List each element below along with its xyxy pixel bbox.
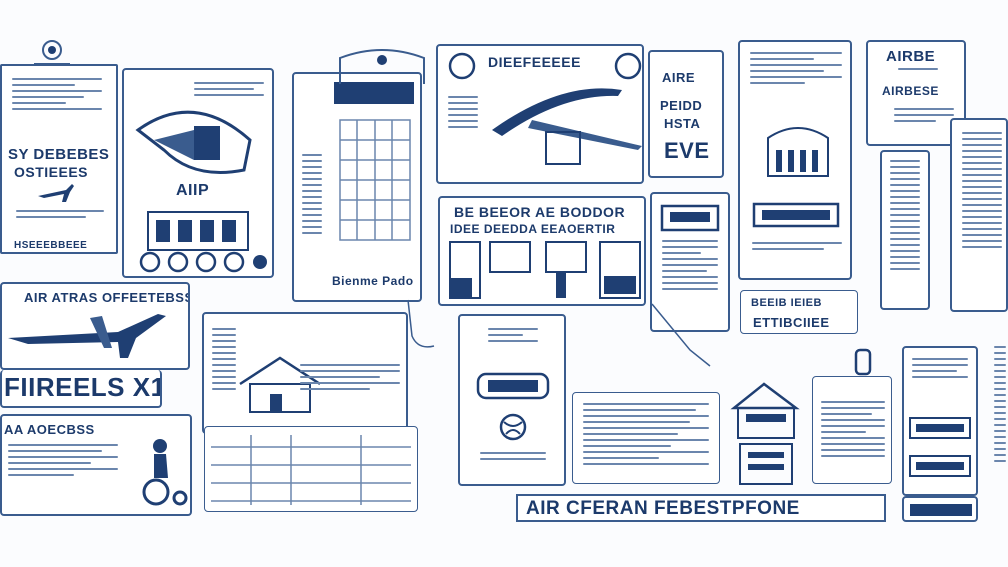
panel-blocks xyxy=(449,241,641,299)
text-lines xyxy=(212,328,236,394)
stacked-line-3: HSTA xyxy=(664,116,701,131)
wheelchair-card: AA AOECBSS xyxy=(0,414,192,516)
card-subheading: OSTIEEES xyxy=(14,164,89,180)
plane-strip-label: AIR ATRAS OFFEETEBSS xyxy=(24,290,190,305)
hanger-icon xyxy=(34,40,70,65)
plane-banner-card: DIEEFEEEEE xyxy=(436,44,644,184)
bottom-banner: AIR CFERAN FEBESTPFONE xyxy=(516,494,886,522)
stacked-line-1: AIRE xyxy=(662,70,696,85)
text-lines xyxy=(750,52,842,88)
bottom-banner-text: AIR CFERAN FEBESTPFONE xyxy=(526,498,800,519)
right-tall-panel xyxy=(880,150,930,310)
side-text xyxy=(448,96,478,132)
bottom-sign-card xyxy=(902,496,978,522)
stacked-line-4: EVE xyxy=(664,138,710,163)
text-notice-card xyxy=(572,392,720,484)
airport-building-card: AIIP xyxy=(122,68,274,278)
spec-footer-card: BEEIB IEIEB ETTIBCIIEE xyxy=(740,290,858,334)
document-caption: Bienme Pado xyxy=(332,274,414,288)
right-edge-panel xyxy=(950,118,1008,312)
text-lines xyxy=(898,68,938,74)
card-heading: SY DEBEBES xyxy=(8,146,110,163)
jet-icon xyxy=(8,314,166,358)
tag-hanger-icon xyxy=(339,49,425,84)
small-info-card xyxy=(812,376,892,484)
spec-footer-a: BEEIB IEIEB xyxy=(751,297,822,309)
text-lines xyxy=(662,240,718,294)
wheelchair-icon xyxy=(142,439,188,506)
text-lines xyxy=(752,242,842,254)
globe-card xyxy=(458,314,566,486)
bottom-sign-bar xyxy=(910,504,972,516)
tall-document-card: Bienme Pado xyxy=(292,72,422,302)
circle-icons-row xyxy=(139,251,267,273)
text-lines xyxy=(12,78,102,114)
fireels-title: FIIREELS X1 xyxy=(4,372,162,402)
airport-label: AIIP xyxy=(176,182,210,199)
document-header-bar xyxy=(334,82,414,104)
text-lines xyxy=(894,108,954,126)
wheelchair-card-title: AA AOECBSS xyxy=(4,422,95,437)
hanging-sign-card: SY DEBEBES OSTIEEES xyxy=(0,64,118,254)
hand-icon xyxy=(854,348,872,376)
right-card-subtitle: AIRBESE xyxy=(882,84,939,98)
center-header: BE BEEOR AE BODDOR xyxy=(454,204,626,220)
text-lines xyxy=(16,210,104,222)
text-lines xyxy=(300,364,400,394)
stacked-line-2: PEIDD xyxy=(660,98,703,113)
stacked-text-card: AIRE PEIDD HSTA EVE xyxy=(648,50,724,178)
sign-icon xyxy=(752,202,840,228)
kiosk-building-icon xyxy=(730,382,800,485)
right-title-card: AIRBE AIRBESE xyxy=(866,40,966,146)
text-lines xyxy=(480,452,546,464)
banner-title: DIEEFEEEEE xyxy=(488,54,581,70)
house-document-card xyxy=(202,312,408,434)
label-icon xyxy=(476,372,550,400)
center-subheader: IDEE DEEDDA EEAOERTIR xyxy=(450,222,616,236)
fireels-card: FIIREELS X1 xyxy=(0,370,162,408)
airliner-icon xyxy=(448,52,642,165)
building-icon xyxy=(767,127,829,177)
vertical-text xyxy=(302,154,322,238)
spec-footer-b: ETTIBCIIEE xyxy=(753,315,830,330)
sign-header-icon xyxy=(660,204,720,232)
center-header-panel: BE BEEOR AE BODDOR IDEE DEEDDA EEAOERTIR xyxy=(438,196,646,306)
edge-lines xyxy=(994,346,1006,466)
connector-lines xyxy=(651,303,711,367)
terminal-building-icon xyxy=(147,211,249,251)
airplane-icon xyxy=(38,184,74,202)
info-sign-card xyxy=(650,192,730,332)
building-spec-card xyxy=(738,40,852,280)
text-lines xyxy=(488,328,538,346)
card-footer: HSEEEBBEEE xyxy=(14,240,88,251)
plane-strip-card: AIR ATRAS OFFEETEBSS xyxy=(0,282,190,370)
text-lines xyxy=(962,132,1002,252)
table-grid xyxy=(211,435,411,505)
connector-lines xyxy=(407,299,435,348)
text-lines xyxy=(194,82,264,100)
house-icon xyxy=(239,356,321,413)
right-card-title: AIRBE xyxy=(886,48,936,65)
screen-icon xyxy=(909,455,971,477)
text-lines xyxy=(821,401,885,461)
aircraft-engine-icon xyxy=(135,110,252,174)
text-lines xyxy=(583,403,709,469)
board-card xyxy=(902,346,978,496)
table-strip-card xyxy=(204,426,418,512)
text-lines xyxy=(912,358,968,382)
text-lines xyxy=(8,444,118,480)
globe-icon xyxy=(499,413,527,441)
grid-table-icon xyxy=(339,119,411,241)
screen-icon xyxy=(909,417,971,439)
text-lines xyxy=(890,160,920,274)
